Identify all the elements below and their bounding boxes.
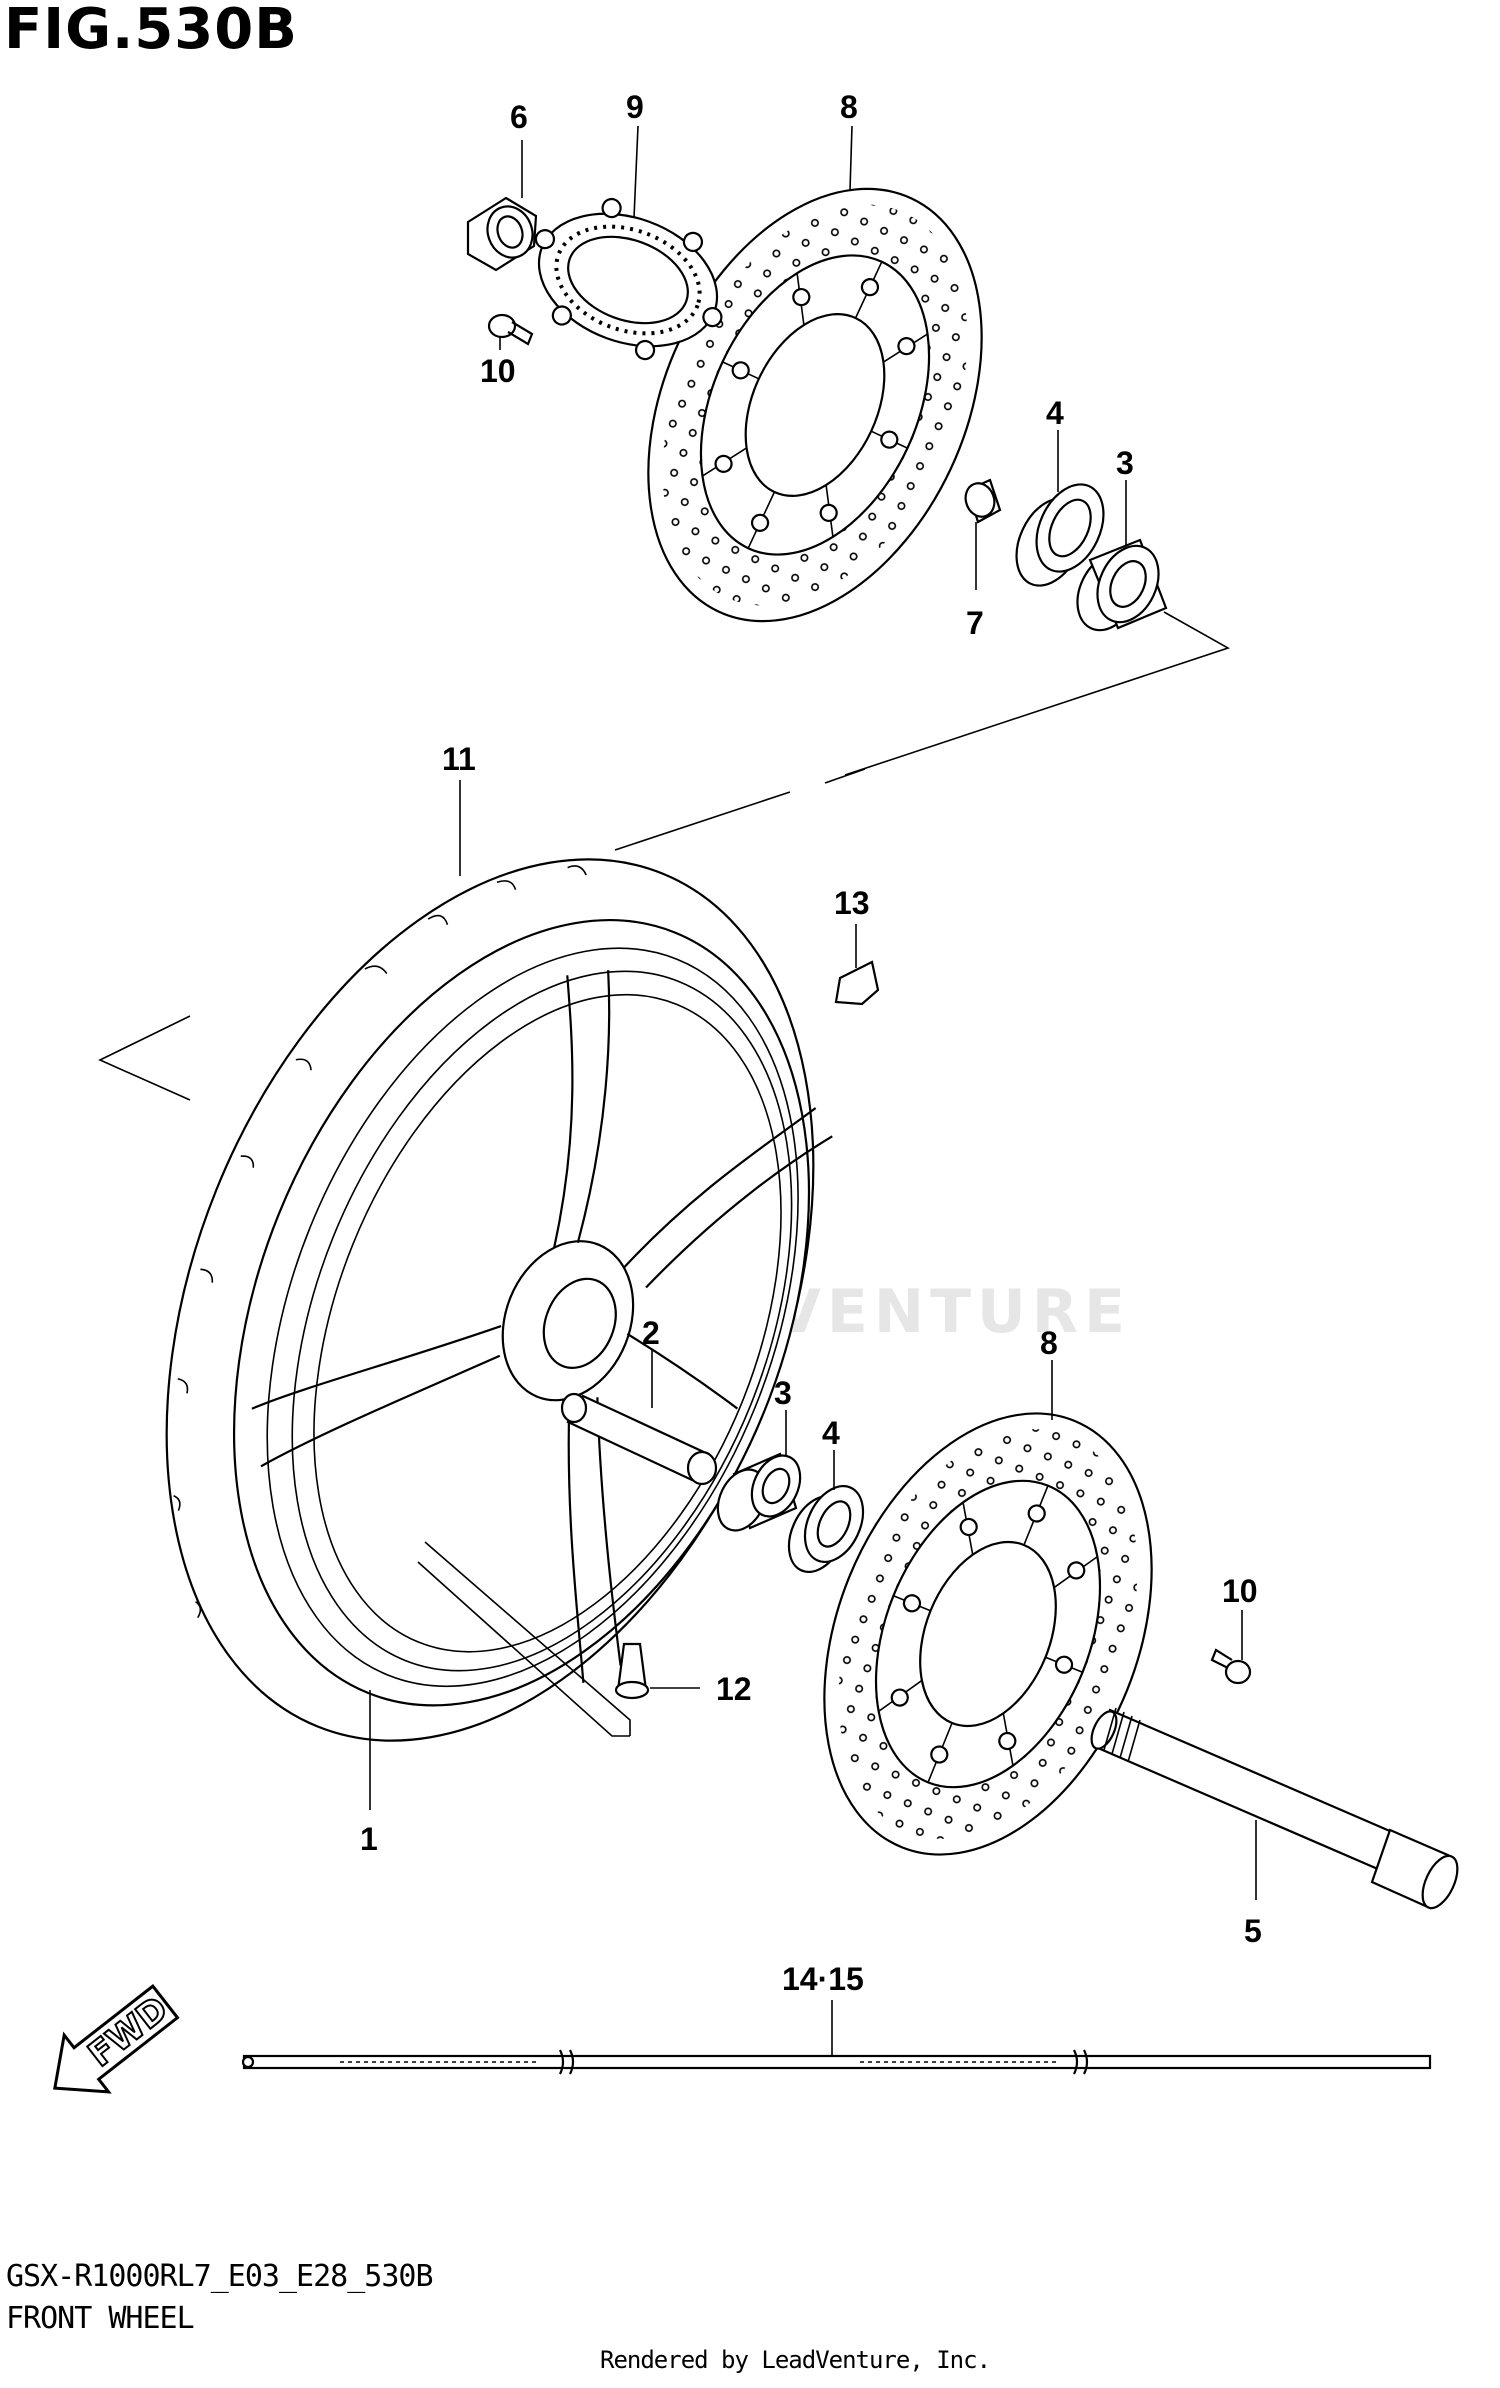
callout-10-lower: 10 xyxy=(1222,1573,1258,1609)
screw-part-10-lower xyxy=(1210,1648,1252,1685)
callout-8-upper: 8 xyxy=(840,89,858,125)
section-name: FRONT WHEEL xyxy=(6,2301,195,2336)
bearing-part-3-lower xyxy=(716,1452,802,1532)
brake-disc-upper xyxy=(647,187,983,623)
callout-10-upper: 10 xyxy=(480,353,516,389)
callout-13: 13 xyxy=(834,885,870,921)
bearing-part-3-upper xyxy=(1076,538,1168,632)
wheel-and-tire xyxy=(165,858,833,1742)
oil-seal-part-4-lower xyxy=(787,1485,865,1573)
figure-title: FIG.530B xyxy=(4,0,298,62)
spacer-part-7 xyxy=(964,478,1002,524)
callout-14-15: 14·15 xyxy=(782,1961,864,1997)
callout-11: 11 xyxy=(442,741,476,777)
oil-seal-part-4-upper xyxy=(1015,483,1105,587)
leader-lines xyxy=(369,125,1257,2056)
callout-8-lower: 8 xyxy=(1040,1325,1058,1361)
callout-3-lower: 3 xyxy=(774,1375,792,1411)
screw-part-10-upper xyxy=(487,313,534,346)
callout-4-lower: 4 xyxy=(822,1415,840,1451)
model-code: GSX-R1000RL7_E03_E28_530B xyxy=(6,2259,434,2294)
abs-sensor-ring xyxy=(534,197,723,361)
callout-5: 5 xyxy=(1244,1913,1262,1949)
balance-weight-part-13 xyxy=(834,960,880,1006)
axle-part-5 xyxy=(1090,1707,1459,1910)
callout-1: 1 xyxy=(360,1821,378,1857)
callout-7: 7 xyxy=(966,605,984,641)
collar-part-6 xyxy=(466,196,538,272)
valve-part-12 xyxy=(614,1642,650,1700)
render-credit: Rendered by LeadVenture, Inc. xyxy=(600,2346,991,2374)
callout-12: 12 xyxy=(716,1671,752,1707)
assembly-guide-lines xyxy=(98,611,1230,1101)
callout-6: 6 xyxy=(510,99,528,135)
callout-labels: 6 9 8 10 4 3 7 11 13 2 8 3 4 10 12 1 5 1… xyxy=(360,89,1262,1997)
callout-4-upper: 4 xyxy=(1046,395,1064,431)
brake-disc-lower xyxy=(823,1412,1153,1856)
callout-9: 9 xyxy=(626,89,644,125)
callout-2: 2 xyxy=(642,1315,660,1351)
callout-3-upper: 3 xyxy=(1116,445,1134,481)
forward-direction-arrow: FWD xyxy=(53,1984,180,2094)
spacer-part-2 xyxy=(560,1392,718,1486)
cable-tie-part-14-15 xyxy=(241,2049,1432,2075)
